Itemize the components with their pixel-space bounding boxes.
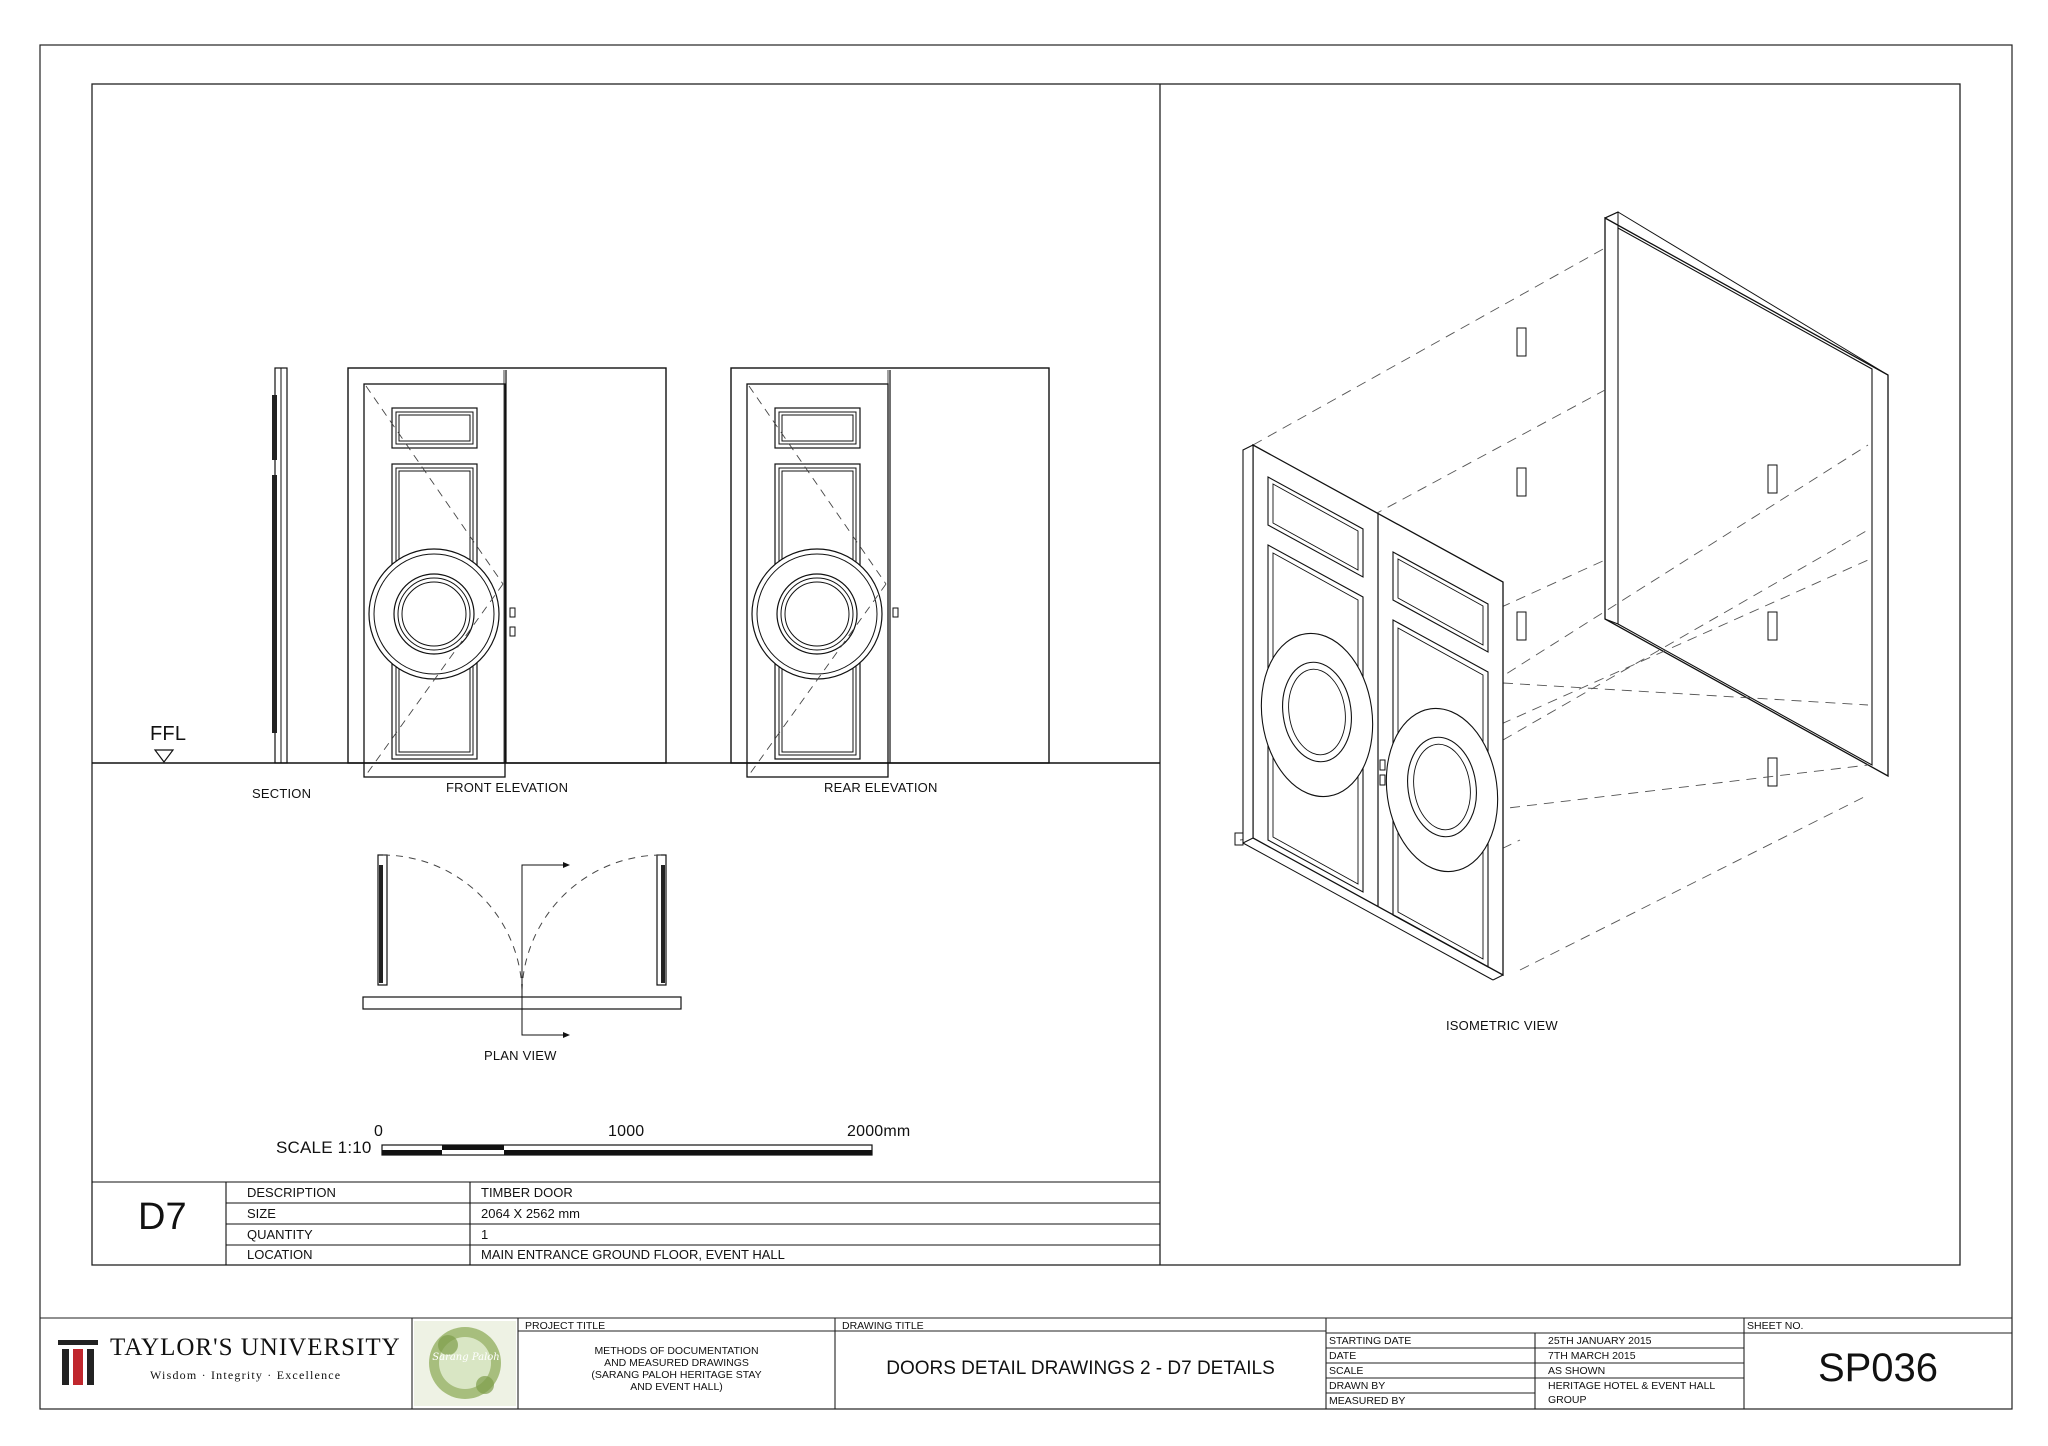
sarang-paloh-seal-icon [414,1321,516,1406]
rear-elevation-drawing [730,367,1050,778]
schedule-key: DESCRIPTION [247,1185,336,1200]
section-label: SECTION [252,786,312,801]
drawing-title: DOORS DETAIL DRAWINGS 2 - D7 DETAILS [886,1358,1275,1379]
isometric-view-label: ISOMETRIC VIEW [1446,1018,1558,1033]
drawing-title-label: DRAWING TITLE [842,1320,924,1332]
scale-tick-2000: 2000mm [847,1123,911,1140]
front-elevation-label: FRONT ELEVATION [446,780,569,795]
university-name: TAYLOR'S UNIVERSITY [110,1334,401,1361]
seal-text: Sarang Paloh [432,1352,500,1363]
info-value: GROUP [1548,1394,1587,1406]
project-title-text: METHODS OF DOCUMENTATION AND MEASURED DR… [518,1345,835,1393]
rear-elevation-label: REAR ELEVATION [824,780,938,795]
info-key: DATE [1329,1350,1357,1362]
plan-view-label: PLAN VIEW [484,1048,557,1063]
schedule-value: 2064 X 2562 mm [481,1206,581,1221]
info-value: HERITAGE HOTEL & EVENT HALL [1548,1380,1716,1392]
scale-label: SCALE 1:10 [276,1138,372,1157]
project-title-line: AND MEASURED DRAWINGS [604,1357,749,1369]
schedule-key: QUANTITY [247,1227,313,1242]
info-key: MEASURED BY [1329,1395,1406,1407]
plan-view-drawing [362,854,682,1038]
door-code: D7 [138,1196,187,1238]
schedule-value: TIMBER DOOR [481,1185,573,1200]
title-block-grid [40,1317,2012,1409]
ffl-marker [153,749,175,763]
info-value: AS SHOWN [1548,1365,1606,1377]
schedule-table-grid [92,1181,1160,1265]
project-title-line: (SARANG PALOH HERITAGE STAY [591,1369,762,1381]
info-value: 7TH MARCH 2015 [1548,1350,1636,1362]
project-title-label: PROJECT TITLE [525,1320,606,1332]
schedule-value: MAIN ENTRANCE GROUND FLOOR, EVENT HALL [481,1247,785,1262]
schedule-key: LOCATION [247,1247,313,1262]
project-title-line: AND EVENT HALL) [630,1381,723,1393]
university-motto: Wisdom · Integrity · Excellence [150,1368,342,1382]
info-key: SCALE [1329,1365,1364,1377]
sheet-no-label: SHEET NO. [1747,1320,1804,1332]
sheet-number: SP036 [1817,1346,1939,1390]
scale-tick-0: 0 [374,1123,384,1140]
scale-tick-1000: 1000 [608,1123,645,1140]
info-key: DRAWN BY [1329,1380,1386,1392]
front-elevation-drawing [347,367,667,778]
section-drawing [272,367,288,764]
isometric-view-drawing [1234,211,1889,981]
info-key: STARTING DATE [1329,1335,1412,1347]
project-title-line: METHODS OF DOCUMENTATION [594,1345,759,1357]
ffl-label: FFL [150,723,187,745]
info-value: 25TH JANUARY 2015 [1548,1335,1652,1347]
taylors-logo-mark-icon [58,1340,98,1385]
schedule-key: SIZE [247,1206,276,1221]
schedule-value: 1 [481,1227,489,1242]
scale-bar-graphic [381,1144,873,1156]
